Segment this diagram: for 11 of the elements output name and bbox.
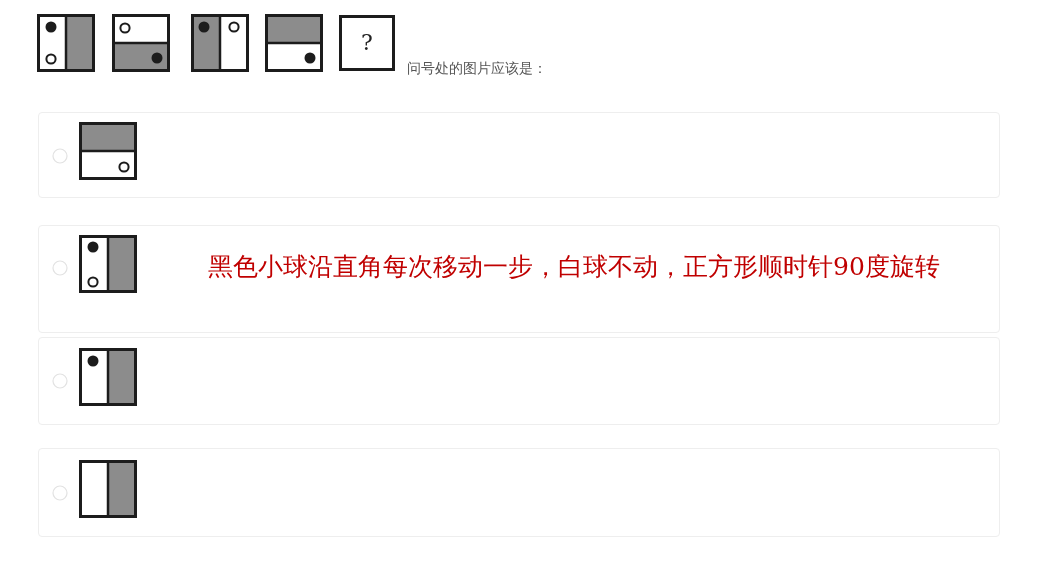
puzzle-figure: [265, 14, 323, 72]
puzzle-figure: [37, 14, 95, 72]
question-box: ?: [339, 15, 395, 71]
puzzle-figure: [191, 14, 249, 72]
puzzle-figure: [79, 460, 137, 518]
puzzle-figure: [112, 14, 170, 72]
explanation-text: 黑色小球沿直角每次移动一步，白球不动，正方形顺时针90度旋转: [208, 253, 940, 282]
prompt-text: 问号处的图片应该是：: [407, 61, 547, 77]
puzzle-figure: [79, 348, 137, 406]
puzzle-figure: [79, 235, 137, 293]
puzzle-figure: [79, 122, 137, 180]
